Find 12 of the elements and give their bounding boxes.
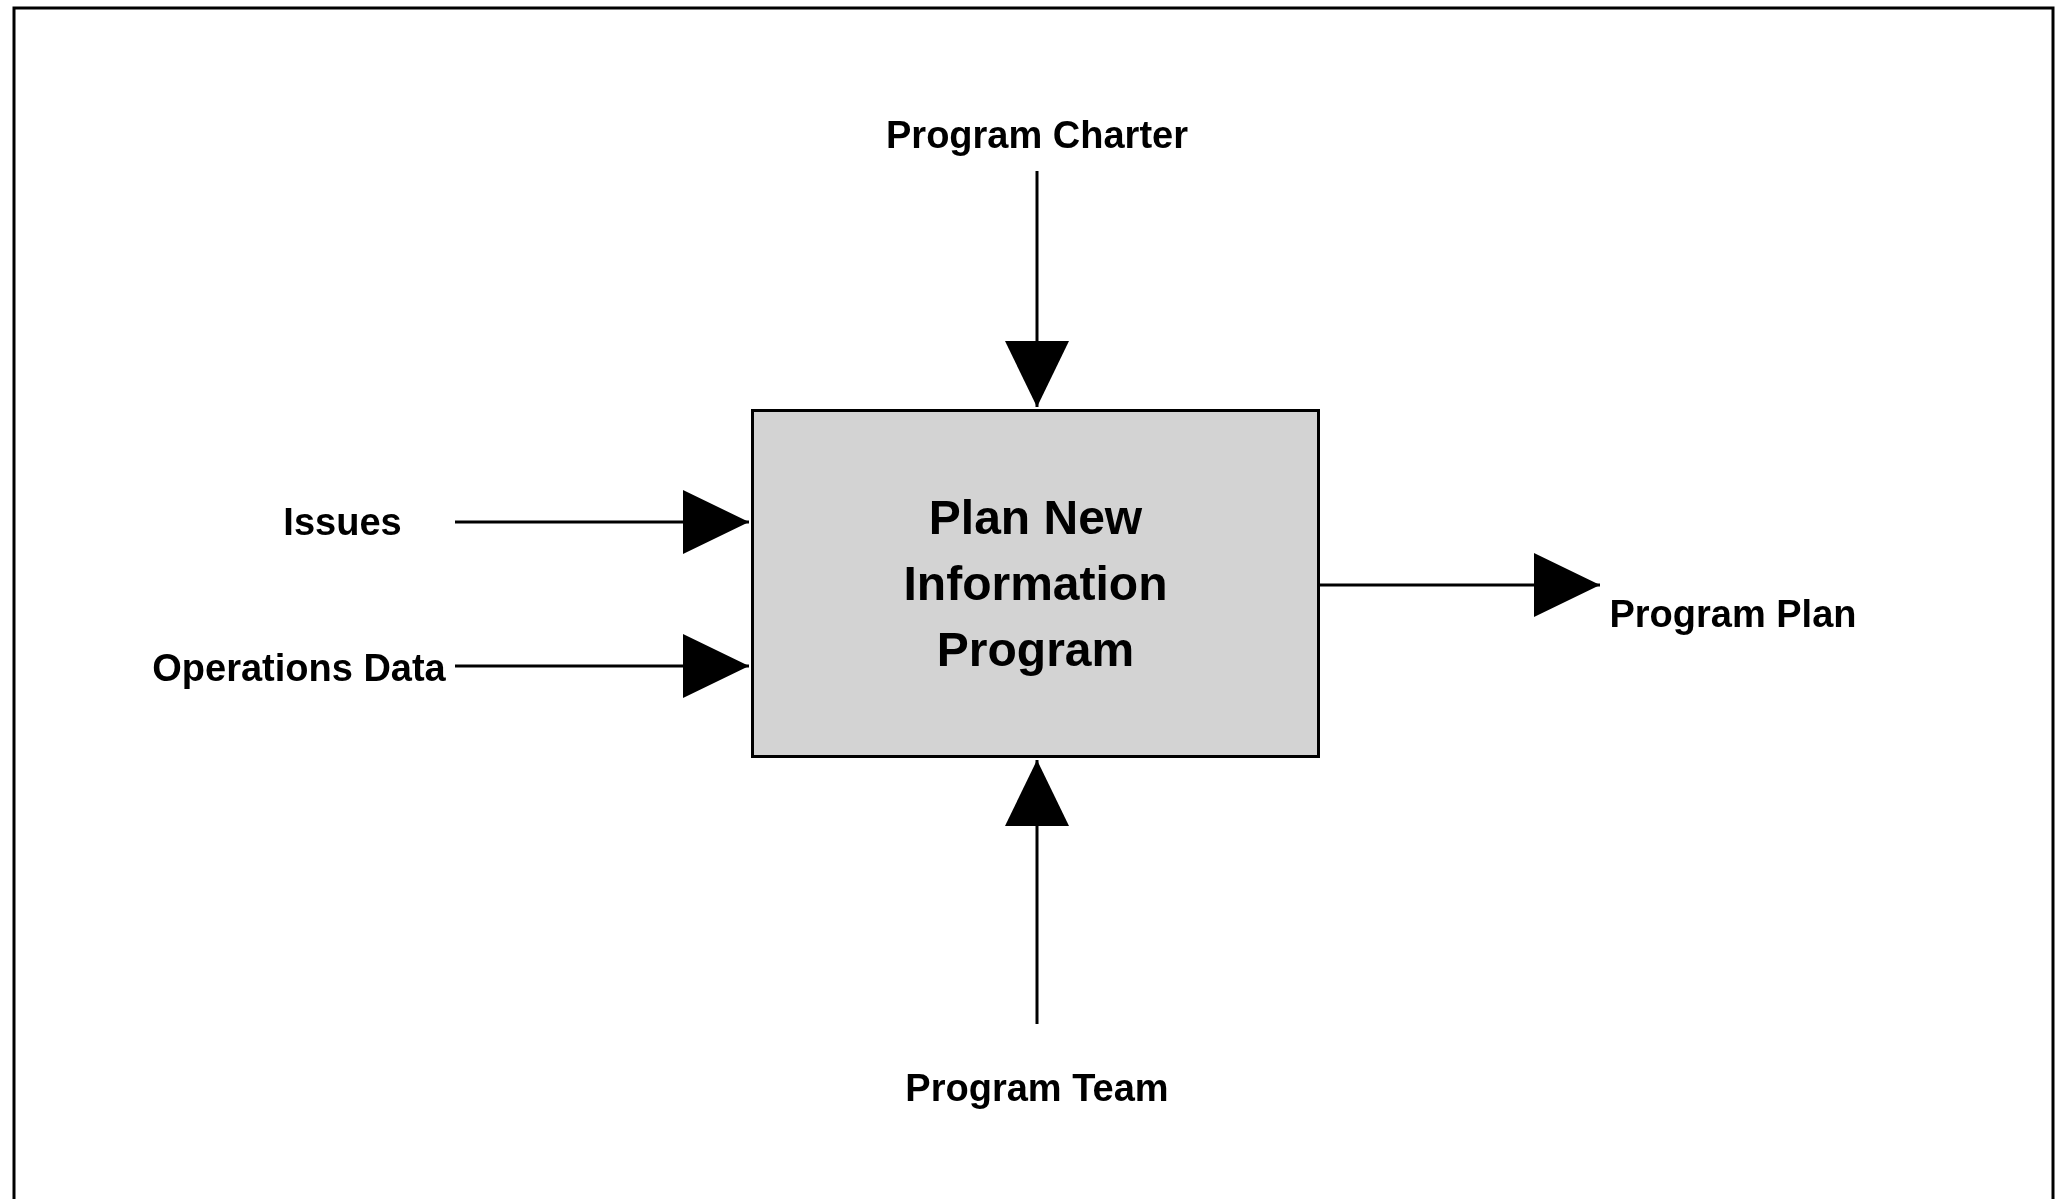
flow-label: Program Plan: [1609, 591, 1857, 637]
arrow: [455, 490, 749, 554]
flow-label: Operations Data: [152, 645, 446, 691]
flow-label: Issues: [283, 499, 402, 545]
flow-label: Program Team: [905, 1065, 1169, 1111]
process-title: Plan New Information Program: [902, 489, 1169, 678]
flow-label: Program Charter: [886, 113, 1188, 158]
arrow: [1005, 171, 1069, 407]
arrow: [1005, 760, 1069, 1024]
arrow: [1320, 553, 1600, 617]
arrow: [455, 634, 749, 698]
process-box: [751, 409, 1320, 758]
